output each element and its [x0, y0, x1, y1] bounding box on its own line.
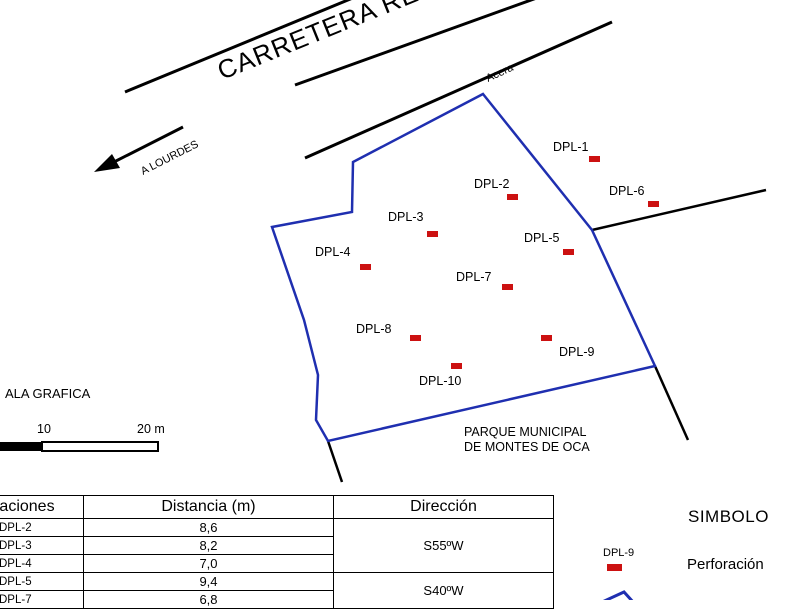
table-header-stations: aciones: [0, 495, 84, 519]
table-row: DPL-2 8,6 S55ºW: [0, 518, 554, 573]
well-marker: [360, 264, 371, 270]
legend-boundary-sample: [602, 590, 634, 600]
road-edge-line: [294, 0, 536, 87]
scale-mark-mid: 10: [37, 422, 51, 436]
road-edge-line: [124, 0, 352, 94]
property-boundary: [270, 92, 657, 443]
boundary-line-east: [591, 188, 767, 232]
table-cell-well: DPL-4: [0, 554, 84, 573]
road-lines: [124, 0, 613, 160]
well-marker: [648, 201, 659, 207]
scale-title: ALA GRAFICA: [5, 386, 91, 401]
well-label: DPL-6: [609, 184, 644, 198]
boundary-line-southwest: [326, 440, 344, 483]
well-marker: [589, 156, 600, 162]
table-header-direction: Dirección: [333, 495, 554, 519]
arrow-left-icon: [94, 125, 184, 172]
table-cell-well: DPL-2: [0, 518, 84, 537]
table-cell-distance: 7,0: [83, 554, 334, 573]
table-cell-distance: 8,6: [83, 518, 334, 537]
table-cell-distance: 9,4: [83, 572, 334, 591]
well-label: DPL-10: [419, 374, 461, 388]
well-marker: [541, 335, 552, 341]
well-marker: [502, 284, 513, 290]
legend-item-text: Perforación: [687, 556, 764, 573]
table-row: DPL-5 9,4 S40ºW: [0, 572, 554, 609]
well-marker: [427, 231, 438, 237]
legend-title: SIMBOLO: [688, 507, 769, 526]
well-marker: [451, 363, 462, 369]
well-label: DPL-5: [524, 231, 559, 245]
well-label: DPL-8: [356, 322, 391, 336]
park-label-line2: DE MONTES DE OCA: [464, 440, 590, 454]
table-row: DPL-4 7,0: [0, 554, 554, 573]
legend-sample-label: DPL-9: [603, 547, 634, 559]
well-marker: [507, 194, 518, 200]
park-label-line1: PARQUE MUNICIPAL: [464, 425, 587, 439]
well-label: DPL-7: [456, 270, 491, 284]
well-marker: [563, 249, 574, 255]
table-cell-well: DPL-3: [0, 536, 84, 555]
table-cell-direction: S40ºW: [333, 572, 554, 609]
scale-mark-end: 20 m: [137, 422, 165, 436]
well-label: DPL-4: [315, 245, 350, 259]
well-label: DPL-1: [553, 140, 588, 154]
distance-table: aciones Distancia (m) Dirección DPL-2 8,…: [0, 495, 554, 609]
table-cell-direction: S55ºW: [333, 518, 554, 573]
well-label: DPL-9: [559, 345, 594, 359]
well-label: DPL-2: [474, 177, 509, 191]
sidewalk-label: Acera: [484, 61, 516, 84]
table-header-distance: Distancia (m): [83, 495, 334, 519]
sidewalk-edge-line: [304, 20, 613, 160]
table-cell-distance: 8,2: [83, 536, 334, 555]
table-cell-well: DPL-5: [0, 572, 84, 591]
table-row: DPL-3 8,2: [0, 536, 554, 555]
well-marker: [410, 335, 421, 341]
legend-well-marker: [607, 564, 622, 571]
boundary-line-southeast: [653, 365, 690, 441]
well-label: DPL-3: [388, 210, 423, 224]
scale-bar: [0, 441, 159, 452]
